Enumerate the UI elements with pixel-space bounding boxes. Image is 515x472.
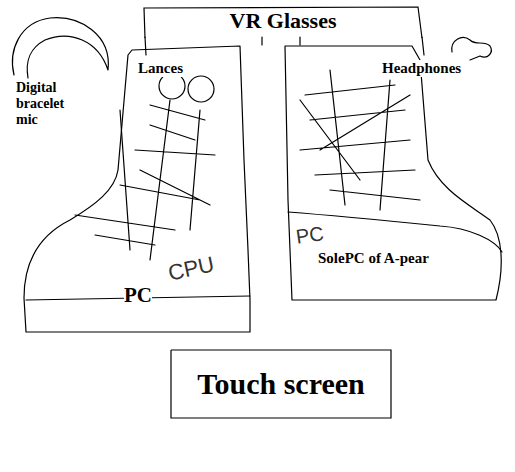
screen-title: Touch screen <box>170 367 392 401</box>
laces-scribble <box>75 100 215 260</box>
right-sole-line <box>288 212 502 252</box>
glasses-arm <box>145 37 146 55</box>
glasses-bridge <box>262 37 300 45</box>
laces-scribble <box>300 70 420 210</box>
headphones-squiggle <box>452 38 491 60</box>
part-label: Digital bracelet mic <box>16 80 88 128</box>
part-label: SolePC of A-pear <box>318 250 429 267</box>
part-label: Lances <box>138 60 183 77</box>
glasses-frame-box: VR Glasses <box>142 4 424 38</box>
screen-box: Touch screen <box>170 349 392 419</box>
bracelet-curve <box>13 18 109 78</box>
lens-circle <box>188 76 214 102</box>
right-boot <box>285 46 501 300</box>
outline-path <box>171 350 391 418</box>
glasses-arm <box>422 37 424 55</box>
part-label: Headphones <box>382 60 461 77</box>
scribbled-word: PC <box>295 222 326 249</box>
scribbled-word: CPU <box>166 251 217 286</box>
part-label: PC <box>124 283 152 308</box>
glasses-title: VR Glasses <box>142 8 424 34</box>
